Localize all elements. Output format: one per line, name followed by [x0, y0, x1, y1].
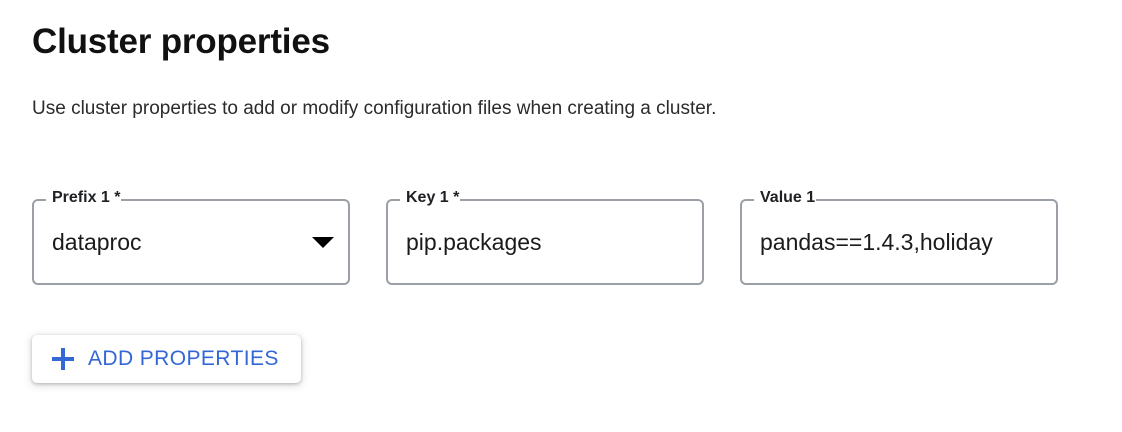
page-description: Use cluster properties to add or modify … [32, 98, 717, 119]
field-body-prefix [34, 201, 348, 283]
field-body-value [742, 201, 1056, 283]
value-input[interactable] [760, 227, 1042, 257]
field-value[interactable]: Value 1 [740, 188, 1058, 285]
key-input[interactable] [406, 227, 688, 257]
properties-row: Prefix 1 * Key 1 * [32, 188, 1058, 285]
field-body-key [388, 201, 702, 283]
field-key[interactable]: Key 1 * [386, 188, 704, 285]
page-title: Cluster properties [32, 22, 330, 61]
add-properties-button-label: ADD PROPERTIES [88, 347, 279, 370]
plus-icon [52, 348, 74, 370]
prefix-select-value[interactable] [52, 227, 304, 257]
caret-down-icon[interactable] [312, 236, 334, 248]
add-properties-button[interactable]: ADD PROPERTIES [32, 335, 301, 383]
field-prefix[interactable]: Prefix 1 * [32, 188, 350, 285]
